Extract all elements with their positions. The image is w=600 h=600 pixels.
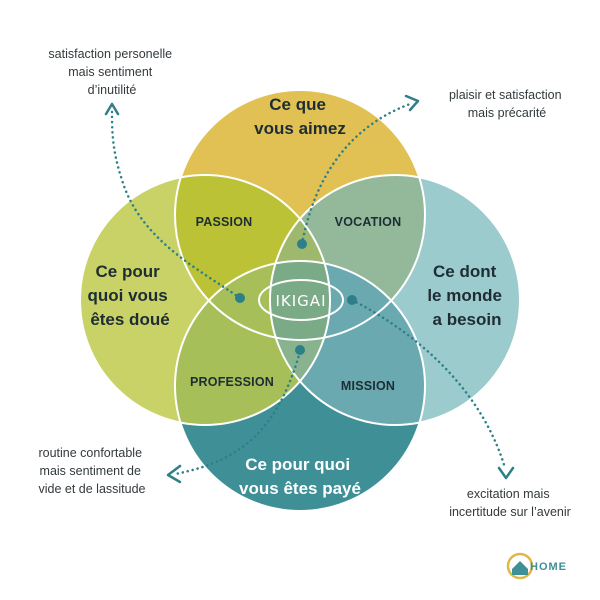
zone-label-mission: MISSION [341,379,395,393]
arrowhead-bottom-right [497,466,515,480]
outline-love [174,89,426,341]
zone-label-passion: PASSION [196,215,253,229]
logo-text: HOME [530,561,567,573]
arrow-bottom-right [350,298,507,470]
outline-good-at [79,174,331,426]
label-paid-for: Ce pour quoi vous êtes payé [239,455,361,498]
arrow-top-right [300,102,412,246]
arrow-bottom-left [173,350,302,476]
arrowhead-top-left [104,102,120,116]
house-icon [512,561,528,575]
note-top-left: satisfaction personelle mais sentiment d… [48,47,175,97]
outline-paid-for [174,260,426,512]
label-good-at: Ce pour quoi vous êtes doué [87,262,172,329]
note-top-right: plaisir et satisfaction mais précarité [449,88,565,120]
logo-ring-icon [506,552,534,580]
label-world-needs: Ce dont le monde a besoin [427,262,506,329]
outline-world-needs [269,174,521,426]
zone-label-vocation: VOCATION [335,215,402,229]
dot-bottom-left [295,345,305,355]
note-bottom-left: routine confortable mais sentiment de vi… [38,446,145,496]
arrowhead-top-right [404,94,420,112]
ikigai-center-ellipse [258,279,344,321]
dot-bottom-right [347,295,357,305]
ikigai-center-label: IKIGAI [276,292,327,310]
home-logo: HOME [506,552,567,580]
note-bottom-right: excitation mais incertitude sur l’avenir [449,487,571,519]
zone-label-profession: PROFESSION [190,375,274,389]
dot-top-right [297,239,307,249]
arrowhead-bottom-left [166,464,182,484]
dot-top-left [235,293,245,303]
label-love: Ce que vous aimez [254,95,346,138]
